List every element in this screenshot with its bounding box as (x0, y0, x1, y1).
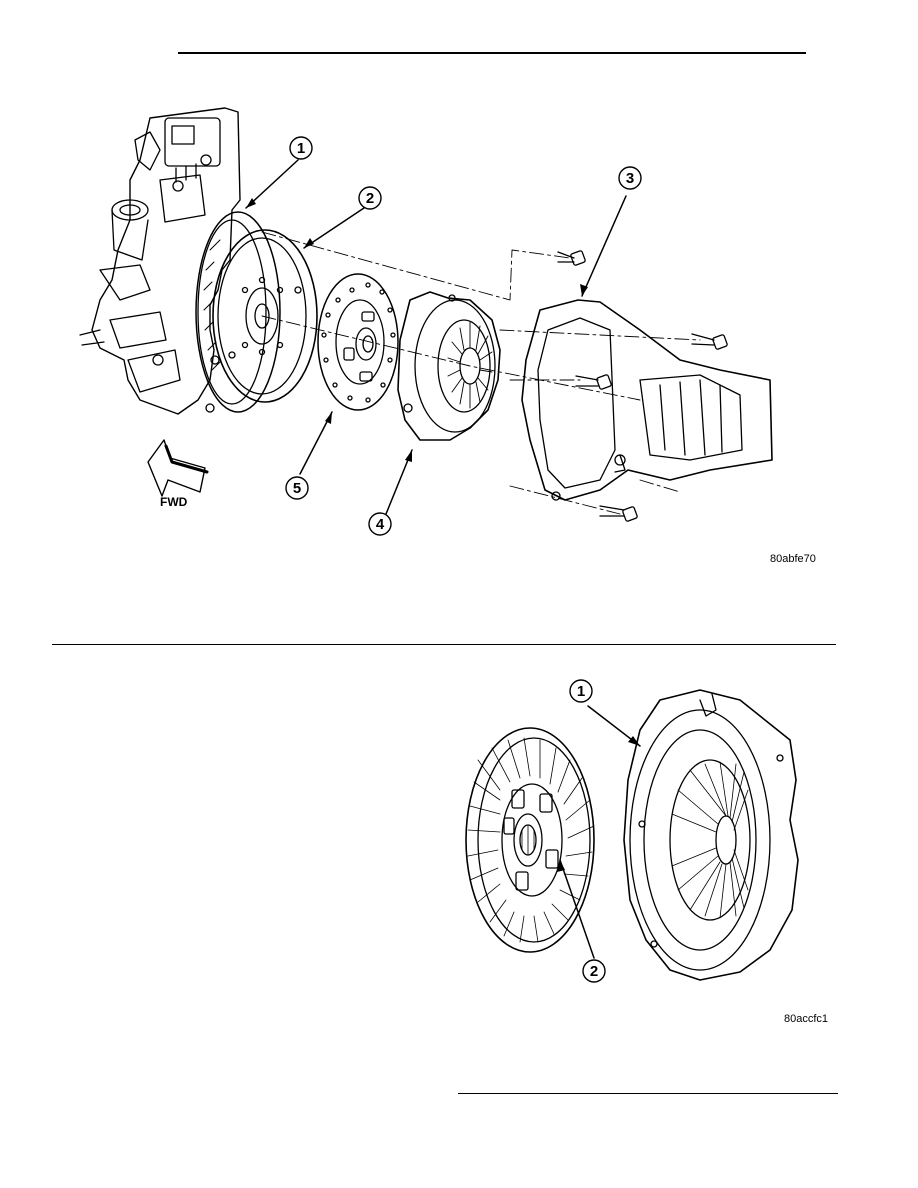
callout-1: 1 (297, 140, 305, 157)
flywheel-housing-ring (195, 211, 281, 413)
callout-circles (285, 136, 642, 536)
callout-circles (569, 679, 606, 983)
diaphragm-fingers (671, 761, 749, 919)
transmission-bolts (557, 250, 728, 522)
callout-3: 3 (626, 170, 634, 187)
pressure-plate-drawing (397, 291, 501, 441)
pressure-plate-drawing (623, 689, 799, 981)
section-divider (52, 644, 836, 645)
engine-block-drawing (79, 107, 241, 415)
callout-leaders (559, 705, 641, 959)
figure-code-bottom: 80accfc1 (784, 1013, 829, 1025)
callout-arrowheads (557, 736, 640, 872)
callout-2: 2 (590, 963, 598, 980)
bolt-upper-right (691, 333, 728, 350)
callout-4: 4 (376, 516, 385, 533)
figure-code-top: 80abfe70 (770, 553, 816, 565)
bolt-lower (599, 505, 638, 522)
bolt-middle (575, 374, 612, 390)
alignment-centerlines (261, 231, 701, 515)
callout-2: 2 (366, 190, 374, 207)
clutch-disc-pressure-plate-illustration: 1 2 (440, 660, 840, 1030)
fwd-arrow-icon (147, 439, 209, 497)
fwd-label: FWD (160, 495, 188, 509)
flywheel-drawing (212, 229, 318, 403)
callout-5: 5 (293, 480, 301, 497)
bolt-upper-left (557, 250, 586, 266)
callout-1: 1 (577, 683, 585, 700)
callout-arrowheads (246, 198, 588, 462)
header-rule (178, 52, 806, 54)
transmission-drawing (521, 299, 773, 501)
clutch-disc-drawing (317, 273, 399, 411)
footer-rule (458, 1093, 838, 1094)
friction-segments (467, 737, 595, 943)
callout-leaders (245, 159, 627, 515)
clutch-exploded-view-illustration: 1 2 3 4 5 FWD (60, 100, 850, 580)
clutch-disc-drawing (465, 727, 595, 953)
